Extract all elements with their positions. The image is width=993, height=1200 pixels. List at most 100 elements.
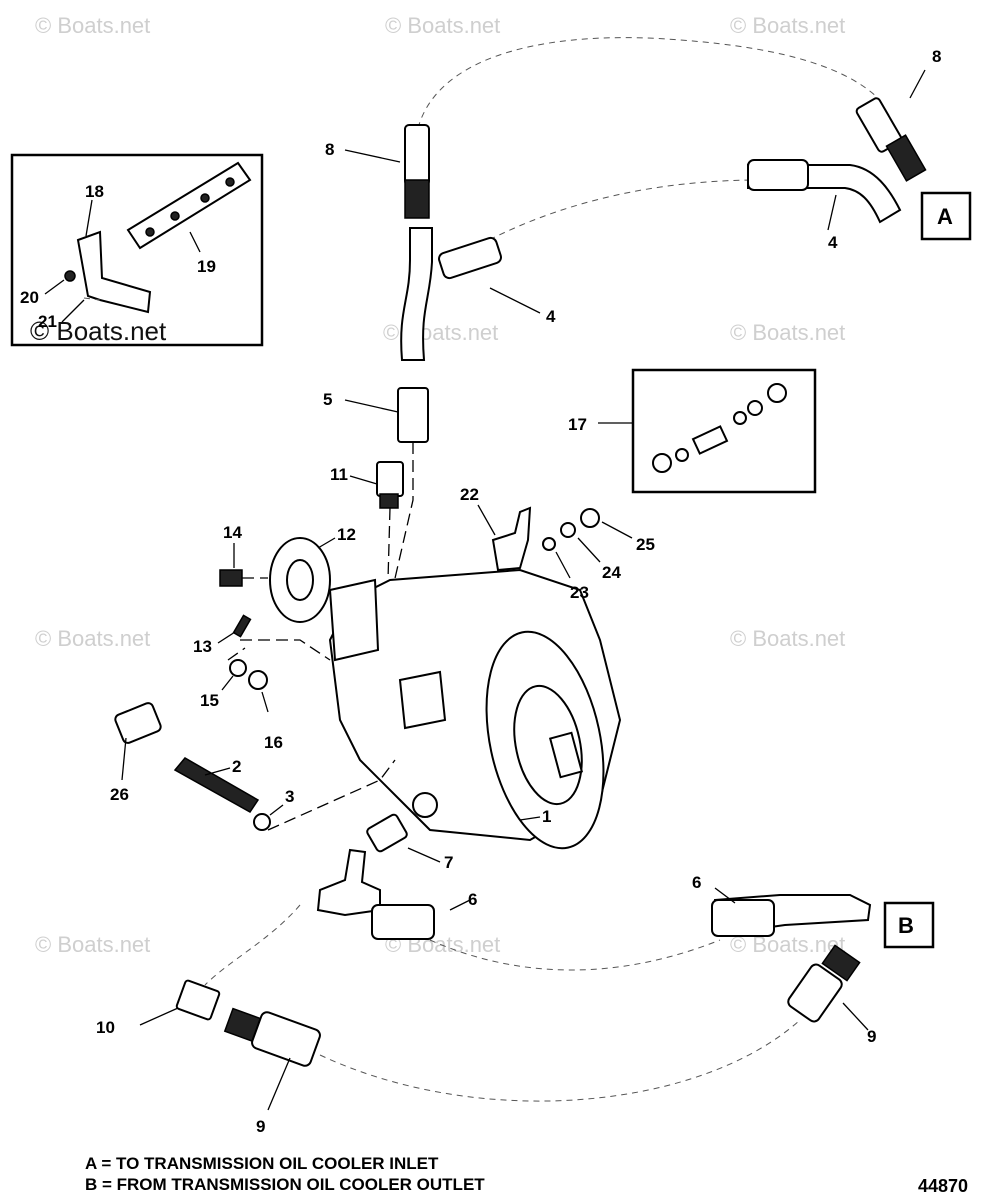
inset-nut [767, 383, 787, 403]
watermark: © Boats.net [35, 13, 150, 38]
fitting-9-left [251, 1011, 321, 1067]
elbow-10 [175, 979, 221, 1021]
watermark: © Boats.net [385, 13, 500, 38]
callout-6: 6 [468, 890, 477, 909]
hardware-inset-frame [631, 368, 817, 494]
oil-line-6-right-sleeve [711, 899, 775, 937]
connection-box-a [920, 191, 972, 241]
connection-label-b: B [898, 913, 914, 938]
callout-21: 21 [38, 312, 57, 331]
watermark: © Boats.net [35, 626, 150, 651]
hardware-nut [225, 177, 235, 187]
fitting-8-right-thread [885, 134, 927, 182]
fitting-8-left-thread [404, 179, 430, 219]
callout-1: 1 [542, 807, 551, 826]
flange-bore [286, 559, 314, 601]
callout-12: 12 [337, 525, 356, 544]
watermarks: © Boats.net © Boats.net © Boats.net © Bo… [35, 13, 845, 957]
legend-a: A = TO TRANSMISSION OIL COOLER INLET [85, 1154, 439, 1173]
washer-23 [542, 537, 556, 551]
inset-washer [733, 411, 747, 425]
callout-17: 17 [568, 415, 587, 434]
callout-9: 9 [256, 1117, 265, 1136]
callout-9: 9 [867, 1027, 876, 1046]
nut-25 [580, 508, 600, 528]
callout-13: 13 [193, 637, 212, 656]
hardware-stud [170, 211, 180, 221]
callout-15: 15 [200, 691, 219, 710]
callout-14: 14 [223, 523, 242, 542]
washer-3 [253, 813, 271, 831]
inset-washer [675, 448, 689, 462]
mounting-bracket [76, 230, 152, 314]
callout-10: 10 [96, 1018, 115, 1037]
output-shaft-spline [548, 731, 584, 779]
watermark: © Boats.net [730, 626, 845, 651]
inset-watermark: © Boats.net [30, 316, 167, 346]
connection-box-b [883, 901, 935, 949]
nut-16 [248, 670, 268, 690]
watermark: © Boats.net [35, 932, 150, 957]
figure-number: 44870 [918, 1176, 969, 1196]
cooler-inlet-lines: 8 4 8 4 5 A [323, 37, 972, 601]
cooler-outlet-lines: 6 6 B 10 9 9 [96, 848, 935, 1136]
callout-25: 25 [636, 535, 655, 554]
oil-line-6-left-sleeve [371, 904, 435, 940]
oil-line-4-right-sleeve [747, 159, 809, 191]
callout-20: 20 [20, 288, 39, 307]
fitting-7 [366, 813, 408, 853]
callout-7: 7 [444, 853, 453, 872]
callout-4: 4 [828, 233, 838, 252]
callout-18: 18 [85, 182, 104, 201]
fitting-9-right [787, 963, 843, 1023]
washer-15 [229, 659, 247, 677]
bolt-14 [219, 569, 243, 587]
oil-line-4-left [400, 227, 433, 361]
callout-3: 3 [285, 787, 294, 806]
callout-24: 24 [602, 563, 621, 582]
callout-2: 2 [232, 757, 241, 776]
lockwasher-24 [560, 522, 576, 538]
legend-b: B = FROM TRANSMISSION OIL COOLER OUTLET [85, 1175, 485, 1194]
callout-8: 8 [325, 140, 334, 159]
connection-label-a: A [937, 204, 953, 229]
fitting-8-left [404, 124, 430, 186]
fitting-9-right-thread [821, 944, 861, 982]
callout-19: 19 [197, 257, 216, 276]
sender-11-thread [379, 493, 399, 509]
transmission-assembly: 12 11 14 13 15 16 22 23 24 [110, 461, 655, 872]
callout-22: 22 [460, 485, 479, 504]
watermark: © Boats.net [730, 13, 845, 38]
hardware-strip [126, 161, 252, 250]
bracket-22 [491, 506, 532, 572]
oil-line-4-left-sleeve [438, 236, 502, 280]
callout-26: 26 [110, 785, 129, 804]
input-adapter [328, 578, 380, 662]
case-plug [412, 792, 438, 818]
hardware-nut [145, 227, 155, 237]
oil-line-6-left [316, 848, 381, 917]
sender-11 [376, 461, 404, 497]
inset-frame [10, 153, 264, 347]
callout-23: 23 [570, 583, 589, 602]
stud-13 [232, 614, 252, 638]
hardware-inset: 17 [568, 368, 817, 494]
case-boss [398, 670, 447, 730]
inset-nut [652, 453, 672, 473]
bracket-inset: © Boats.net 18 19 20 21 [10, 153, 264, 347]
bolt-2 [173, 757, 260, 813]
bolt-head [64, 270, 76, 282]
callout-6: 6 [692, 873, 701, 892]
inset-lockwasher [747, 400, 763, 416]
inset-stud [691, 425, 729, 455]
callout-4: 4 [546, 307, 556, 326]
callout-8: 8 [932, 47, 941, 66]
watermark: © Boats.net [730, 320, 845, 345]
plug-26 [114, 702, 162, 744]
callout-16: 16 [264, 733, 283, 752]
hardware-washer [200, 193, 210, 203]
fitting-5 [397, 387, 429, 443]
callout-5: 5 [323, 390, 332, 409]
callout-11: 11 [330, 465, 348, 484]
